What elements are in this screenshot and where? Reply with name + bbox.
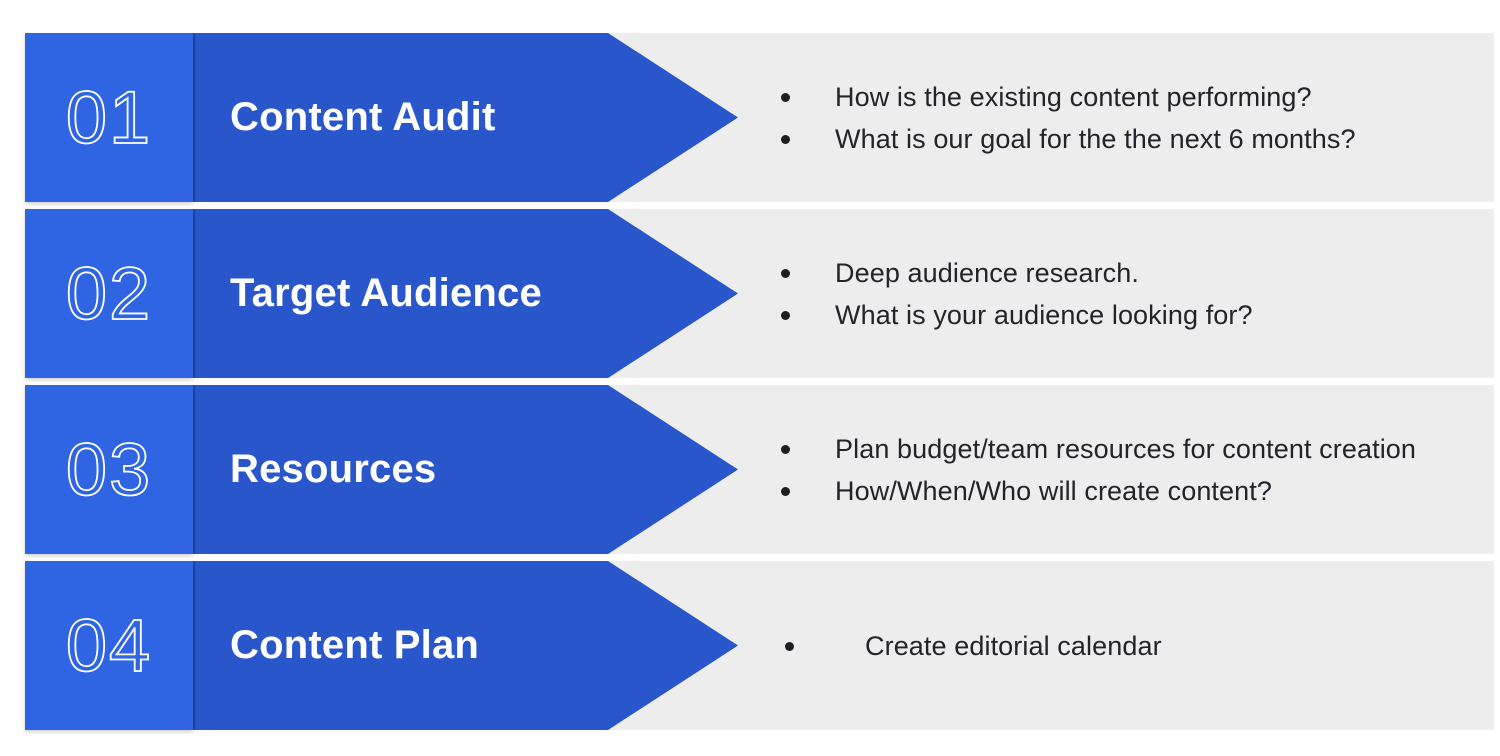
- step-arrow-banner: Resources: [193, 385, 738, 554]
- step-number-text: 02: [66, 252, 152, 335]
- bullet-text: Deep audience research.: [835, 257, 1139, 288]
- bullet-item: What is your audience looking for?: [781, 294, 1253, 336]
- step-title: Content Plan: [230, 623, 480, 667]
- bullet-dot: [785, 641, 794, 651]
- steps: 01 Content Audit How is the existing con…: [25, 33, 1494, 730]
- step-title: Target Audience: [230, 271, 542, 315]
- step-detail-panel: Content Plan Create editorial calendar: [193, 561, 1494, 730]
- bullet-dot: [781, 268, 790, 278]
- bullet-item: Create editorial calendar: [781, 625, 1162, 667]
- bullet-list: How is the existing content performing? W…: [781, 33, 1356, 202]
- bullet-dot: [781, 486, 790, 496]
- bullet-text: Create editorial calendar: [865, 630, 1162, 661]
- bullet-item: How is the existing content performing?: [781, 76, 1356, 118]
- step-row: 02 Target Audience Deep audience researc…: [25, 209, 1494, 378]
- bullet-item: How/When/Who will create content?: [781, 470, 1416, 512]
- bullet-item: Plan budget/team resources for content c…: [781, 428, 1416, 470]
- bullet-text: Plan budget/team resources for content c…: [835, 433, 1417, 464]
- step-title: Content Audit: [230, 95, 496, 139]
- step-title: Resources: [230, 447, 437, 491]
- bullet-list: Create editorial calendar: [781, 561, 1162, 730]
- step-number-outline: 03: [65, 427, 152, 512]
- bullet-dot: [781, 92, 790, 102]
- step-number-block: 04: [25, 561, 193, 730]
- step-arrow-banner: Content Plan: [193, 561, 738, 730]
- step-number-text: 01: [66, 76, 152, 159]
- bullet-dot: [781, 310, 790, 320]
- step-detail-panel: Resources Plan budget/team resources for…: [193, 385, 1494, 554]
- bullet-item: Deep audience research.: [781, 252, 1253, 294]
- step-row: 04 Content Plan Create editorial calenda…: [25, 561, 1494, 730]
- step-number-outline: 04: [65, 603, 152, 688]
- bullet-list: Deep audience research. What is your audi…: [781, 209, 1253, 378]
- step-detail-panel: Content Audit How is the existing conten…: [193, 33, 1494, 202]
- step-row: 01 Content Audit How is the existing con…: [25, 33, 1494, 202]
- bullet-text: What is our goal for the the next 6 mont…: [835, 123, 1356, 154]
- step-number-outline: 02: [65, 251, 152, 336]
- bullet-item: What is our goal for the the next 6 mont…: [781, 118, 1356, 160]
- bullet-text: How is the existing content performing?: [835, 81, 1312, 112]
- step-number-text: 03: [66, 428, 152, 511]
- bullet-dot: [781, 134, 790, 144]
- bullet-list: Plan budget/team resources for content c…: [781, 385, 1416, 554]
- step-arrow-banner: Target Audience: [193, 209, 738, 378]
- step-arrow-banner: Content Audit: [193, 33, 738, 202]
- step-detail-panel: Target Audience Deep audience research. W…: [193, 209, 1494, 378]
- bullet-text: What is your audience looking for?: [835, 299, 1253, 330]
- step-row: 03 Resources Plan budget/team resources …: [25, 385, 1494, 554]
- bullet-dot: [781, 444, 790, 454]
- step-number-text: 04: [66, 604, 152, 687]
- step-number-outline: 01: [65, 75, 152, 160]
- bullet-text: How/When/Who will create content?: [835, 475, 1272, 506]
- step-number-block: 03: [25, 385, 193, 554]
- step-number-block: 01: [25, 33, 193, 202]
- step-number-block: 02: [25, 209, 193, 378]
